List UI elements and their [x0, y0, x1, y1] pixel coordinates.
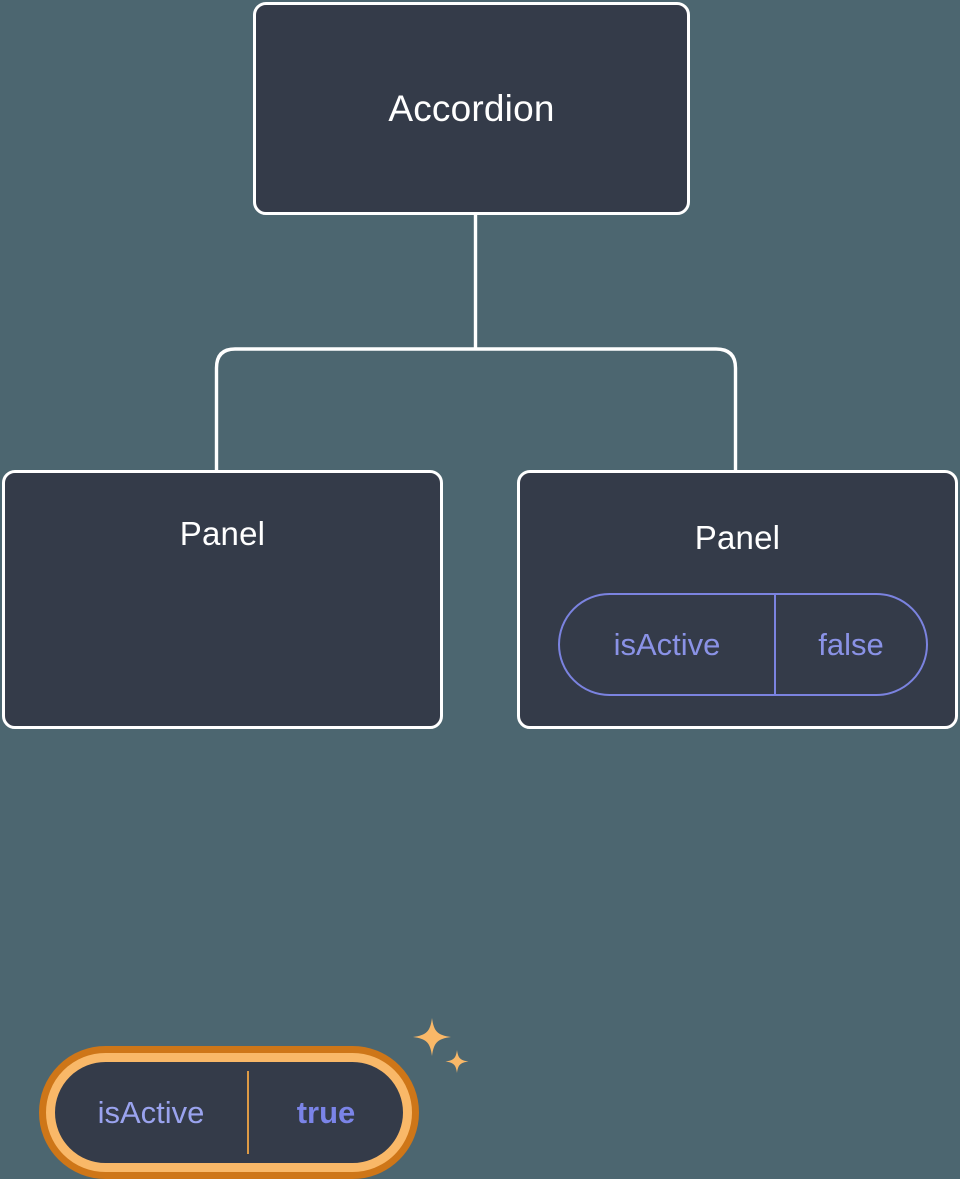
tree-node-accordion[interactable]: Accordion: [253, 2, 690, 215]
prop-value-isactive-inactive: false: [818, 626, 884, 662]
node-title-panel-inactive: Panel: [694, 519, 781, 556]
prop-pill-active-wrapper: isActive true: [39, 1018, 469, 1179]
prop-key-isactive-active: isActive: [97, 1094, 205, 1130]
node-title-panel-active: Panel: [179, 515, 266, 552]
prop-pill-inactive[interactable]: isActive false: [558, 593, 928, 696]
prop-key-isactive-inactive: isActive: [613, 626, 721, 662]
prop-pill-divider-inactive: [774, 595, 776, 694]
sparkle-group: [413, 1018, 469, 1073]
tree-node-panel-inactive[interactable]: Panel isActive false: [517, 470, 958, 729]
sparkle-small-icon: [445, 1050, 469, 1073]
prop-value-isactive-active: true: [296, 1094, 356, 1130]
connector-child-bus: [214, 347, 738, 470]
sparkle-large-icon: [413, 1018, 451, 1056]
prop-pill-active[interactable]: isActive true: [46, 1053, 412, 1172]
node-title-accordion: Accordion: [388, 87, 555, 129]
tree-node-panel-active[interactable]: Panel isActive true: [2, 470, 469, 1179]
